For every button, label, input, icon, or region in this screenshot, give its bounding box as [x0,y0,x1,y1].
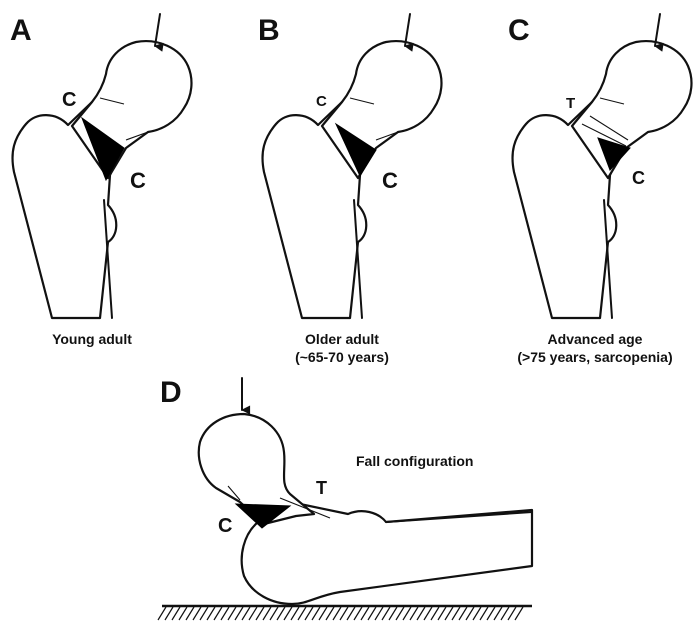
label-tension: T [316,478,327,498]
ground-hatch-line [486,606,496,621]
caption-advanced-age-line1: Advanced age [548,331,643,347]
ground-hatch-line [234,606,244,621]
ground-hatch-line [185,606,195,621]
ground-hatch-line [493,606,503,621]
ground-hatch-line [507,606,517,621]
ground-hatch-line [171,606,181,621]
ground-hatch-line [374,606,384,621]
down-arrow-icon [154,13,164,52]
ground-hatch-line [192,606,202,621]
panel-letter-b: B [258,14,280,47]
ground-hatch-line [444,606,454,621]
panel-b: B C C Older adult (~65-70 years) [258,13,443,365]
label-superior-neck: C [62,89,76,111]
caption-young-adult: Young adult [52,331,132,347]
ground-hatch-line [430,606,440,621]
caption-older-adult-line2: (~65-70 years) [295,349,389,365]
label-inferior-neck: C [382,168,398,193]
ground-hatch-line [269,606,279,621]
ground-hatch-line [199,606,209,621]
ground-hatch-line [255,606,265,621]
ground-hatch-line [213,606,223,621]
ground-hatch-line [318,606,328,621]
down-arrow-icon [404,13,414,52]
ground-hatch-line [227,606,237,621]
ground-hatch-line [311,606,321,621]
ground-hatch-line [262,606,272,621]
ground-hatch-line [339,606,349,621]
ground-hatch-line [465,606,475,621]
femur-young-adult [11,40,193,320]
femur-fall-configuration [197,412,534,606]
panel-letter-a: A [10,14,32,47]
ground-hatch-line [514,606,524,621]
panel-a: A C C Young adult [10,13,193,347]
panel-letter-c: C [508,14,530,47]
panel-d: D T C Fall configuration [157,376,534,621]
label-inferior-neck: C [130,168,146,193]
ground-hatch-line [276,606,286,621]
femur-older-adult [261,40,443,320]
ground-hatch-line [304,606,314,621]
femur-advanced-age [511,40,693,320]
ground-hatch-line [402,606,412,621]
ground-hatch-line [346,606,356,621]
caption-advanced-age-line2: (>75 years, sarcopenia) [517,349,672,365]
ground-hatch-line [178,606,188,621]
ground-hatch-line [458,606,468,621]
label-superior-neck: C [316,93,327,110]
label-compression: C [218,515,232,537]
ground-hatch-line [381,606,391,621]
ground-hatch-line [297,606,307,621]
ground-hatch-line [395,606,405,621]
ground-hatch-line [500,606,510,621]
ground-hatch-line [164,606,174,621]
ground-hatch-line [241,606,251,621]
ground-hatch-line [388,606,398,621]
ground-hatch-line [416,606,426,621]
ground-hatch-line [353,606,363,621]
ground-hatch-line [437,606,447,621]
ground-hatch-line [451,606,461,621]
ground-hatch-line [332,606,342,621]
caption-older-adult-line1: Older adult [305,331,379,347]
ground-hatch-line [479,606,489,621]
hatched-ground-icon [157,604,532,621]
ground-hatch-line [423,606,433,621]
ground-hatch-line [472,606,482,621]
ground-hatch-line [409,606,419,621]
ground-hatch-line [283,606,293,621]
ground-hatch-line [206,606,216,621]
label-tension: T [566,95,575,112]
ground-hatch-line [220,606,230,621]
panel-c: C T C Advanced age (>75 years, sarcopeni… [508,13,693,365]
ground-hatch-line [290,606,300,621]
ground-hatch-line [248,606,258,621]
ground-hatch-line [157,606,167,621]
down-arrow-icon [654,13,664,52]
label-compression: C [632,168,645,188]
ground-hatch-line [360,606,370,621]
ground-hatch-line [367,606,377,621]
panel-letter-d: D [160,376,182,409]
ground-hatch-line [325,606,335,621]
caption-fall-configuration: Fall configuration [356,453,473,469]
